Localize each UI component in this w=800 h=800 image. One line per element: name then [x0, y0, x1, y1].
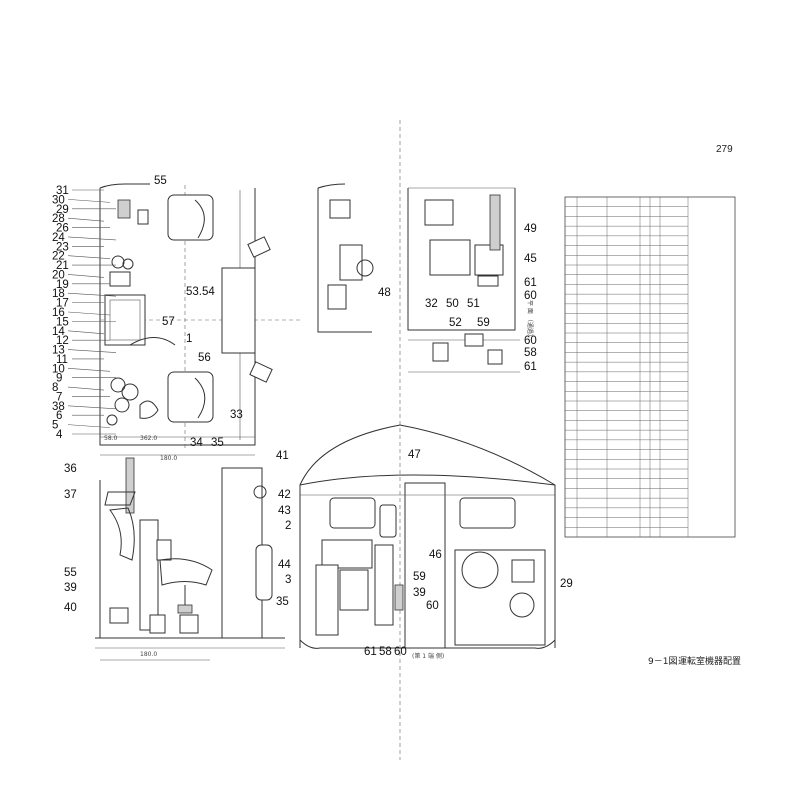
callout-40-side: 40 — [64, 602, 77, 614]
callout-43: 43 — [278, 505, 291, 517]
callout-34-plan: 34 — [190, 437, 203, 449]
callout-60-front: 60 — [426, 600, 439, 612]
callout-plan-left-10: 10 — [52, 363, 65, 375]
callout-60-top: 60 — [524, 290, 537, 302]
callout-1-plan: 1 — [186, 333, 192, 345]
callout-39-side: 39 — [64, 582, 77, 594]
leader-line — [67, 274, 105, 278]
callout-plan-left-4: 4 — [56, 429, 63, 441]
svg-text:180.0: 180.0 — [140, 651, 157, 658]
front-view: (第 1 端 側) — [299, 424, 556, 660]
leader-line — [67, 236, 117, 241]
callout-61-top2: 61 — [524, 361, 537, 373]
svg-text:180.0: 180.0 — [160, 455, 177, 462]
svg-text:362.0: 362.0 — [140, 435, 157, 442]
leader-line — [67, 217, 105, 222]
callout-plan-left-13: 13 — [52, 345, 65, 357]
callout-plan-left-7: 7 — [56, 391, 62, 403]
callout-plan-left-12: 12 — [56, 335, 69, 347]
leader-line — [67, 199, 111, 203]
callout-plan-left-8: 8 — [52, 382, 58, 394]
side-view: 180.0 — [95, 457, 285, 661]
callout-57-plan: 57 — [162, 316, 175, 328]
figure-number: 9－1図 — [648, 656, 677, 667]
leader-line — [67, 330, 105, 335]
callout-plan-left-11: 11 — [56, 354, 68, 366]
callout-plan-left-28: 28 — [52, 213, 65, 225]
callout-55-plan: 55 — [154, 175, 167, 187]
callout-59-front: 59 — [413, 571, 426, 583]
callout-56-plan: 56 — [198, 352, 211, 364]
leader-line — [67, 405, 117, 410]
callout-plan-left-22: 22 — [52, 251, 65, 263]
callout-46: 46 — [429, 549, 442, 561]
leader-line — [67, 386, 105, 391]
callout-plan-left-29: 29 — [56, 204, 69, 216]
svg-text:58.0: 58.0 — [104, 435, 118, 442]
section-note-top: 平 面 （通過） — [526, 300, 534, 340]
leader-line — [67, 349, 117, 353]
callout-49: 49 — [524, 223, 537, 235]
callout-29-front: 29 — [560, 578, 573, 590]
callout-39-front: 39 — [413, 587, 426, 599]
callout-plan-left-23: 23 — [56, 241, 69, 253]
callout-60-top2: 60 — [524, 335, 537, 347]
callout-61-top: 61 — [524, 277, 537, 289]
callout-60-front2: 60 — [394, 646, 407, 658]
callout-plan-left-19: 19 — [56, 279, 69, 291]
figure-caption: 運転室機器配置 — [678, 655, 741, 667]
callout-36-side: 36 — [64, 463, 77, 475]
callout-5354-plan: 53.54 — [186, 286, 215, 298]
leader-line — [67, 292, 117, 297]
callout-42: 42 — [278, 489, 291, 501]
callout-32: 32 — [425, 298, 438, 310]
callout-plan-left-30: 30 — [52, 194, 65, 206]
top-right-view: 平 面 （通過） — [317, 120, 534, 760]
callout-44: 44 — [278, 559, 291, 571]
callout-48: 48 — [378, 287, 391, 299]
callout-47: 47 — [408, 449, 421, 461]
leader-line — [67, 255, 111, 259]
callout-35-side: 35 — [276, 596, 289, 608]
callout-plan-left-24: 24 — [52, 232, 65, 244]
plan-view-callouts: 3130292826242322212019181716151412131110… — [52, 185, 117, 441]
callout-59-top: 59 — [477, 317, 490, 329]
callout-50: 50 — [446, 298, 459, 310]
plan-view: 58.0 362.0 180.0 — [99, 183, 300, 462]
callout-61-front: 61 — [364, 646, 377, 658]
section-note-front: (第 1 端 側) — [412, 652, 444, 660]
callout-58-top: 58 — [524, 347, 537, 359]
callout-plan-left-16: 16 — [52, 307, 65, 319]
callout-plan-left-31: 31 — [56, 185, 69, 197]
callout-55-side: 55 — [64, 567, 77, 579]
leader-line — [67, 311, 111, 316]
callout-58-front: 58 — [379, 646, 392, 658]
callout-plan-left-20: 20 — [52, 269, 65, 281]
callout-plan-left-9: 9 — [56, 373, 62, 385]
callout-plan-left-17: 17 — [56, 298, 69, 310]
callout-52: 52 — [449, 317, 462, 329]
callout-plan-left-18: 18 — [52, 288, 65, 300]
callout-plan-left-14: 14 — [52, 326, 65, 338]
callout-plan-left-38: 38 — [52, 401, 65, 413]
leader-line — [67, 368, 111, 372]
leader-line — [67, 424, 111, 428]
callout-41-side: 41 — [276, 450, 289, 462]
page-number: 279 — [716, 144, 733, 155]
callout-3: 3 — [285, 574, 291, 586]
callout-35-plan: 35 — [211, 437, 224, 449]
callout-45: 45 — [524, 253, 537, 265]
callout-51: 51 — [467, 298, 480, 310]
callout-37-side: 37 — [64, 489, 77, 501]
callout-plan-left-5: 5 — [52, 420, 58, 432]
callout-plan-left-15: 15 — [56, 316, 69, 328]
parts-table — [564, 196, 736, 538]
callout-2: 2 — [285, 520, 291, 532]
callout-plan-left-26: 26 — [56, 223, 69, 235]
callout-plan-left-21: 21 — [56, 260, 69, 272]
callout-plan-left-6: 6 — [56, 410, 62, 422]
callout-33-plan: 33 — [230, 409, 243, 421]
